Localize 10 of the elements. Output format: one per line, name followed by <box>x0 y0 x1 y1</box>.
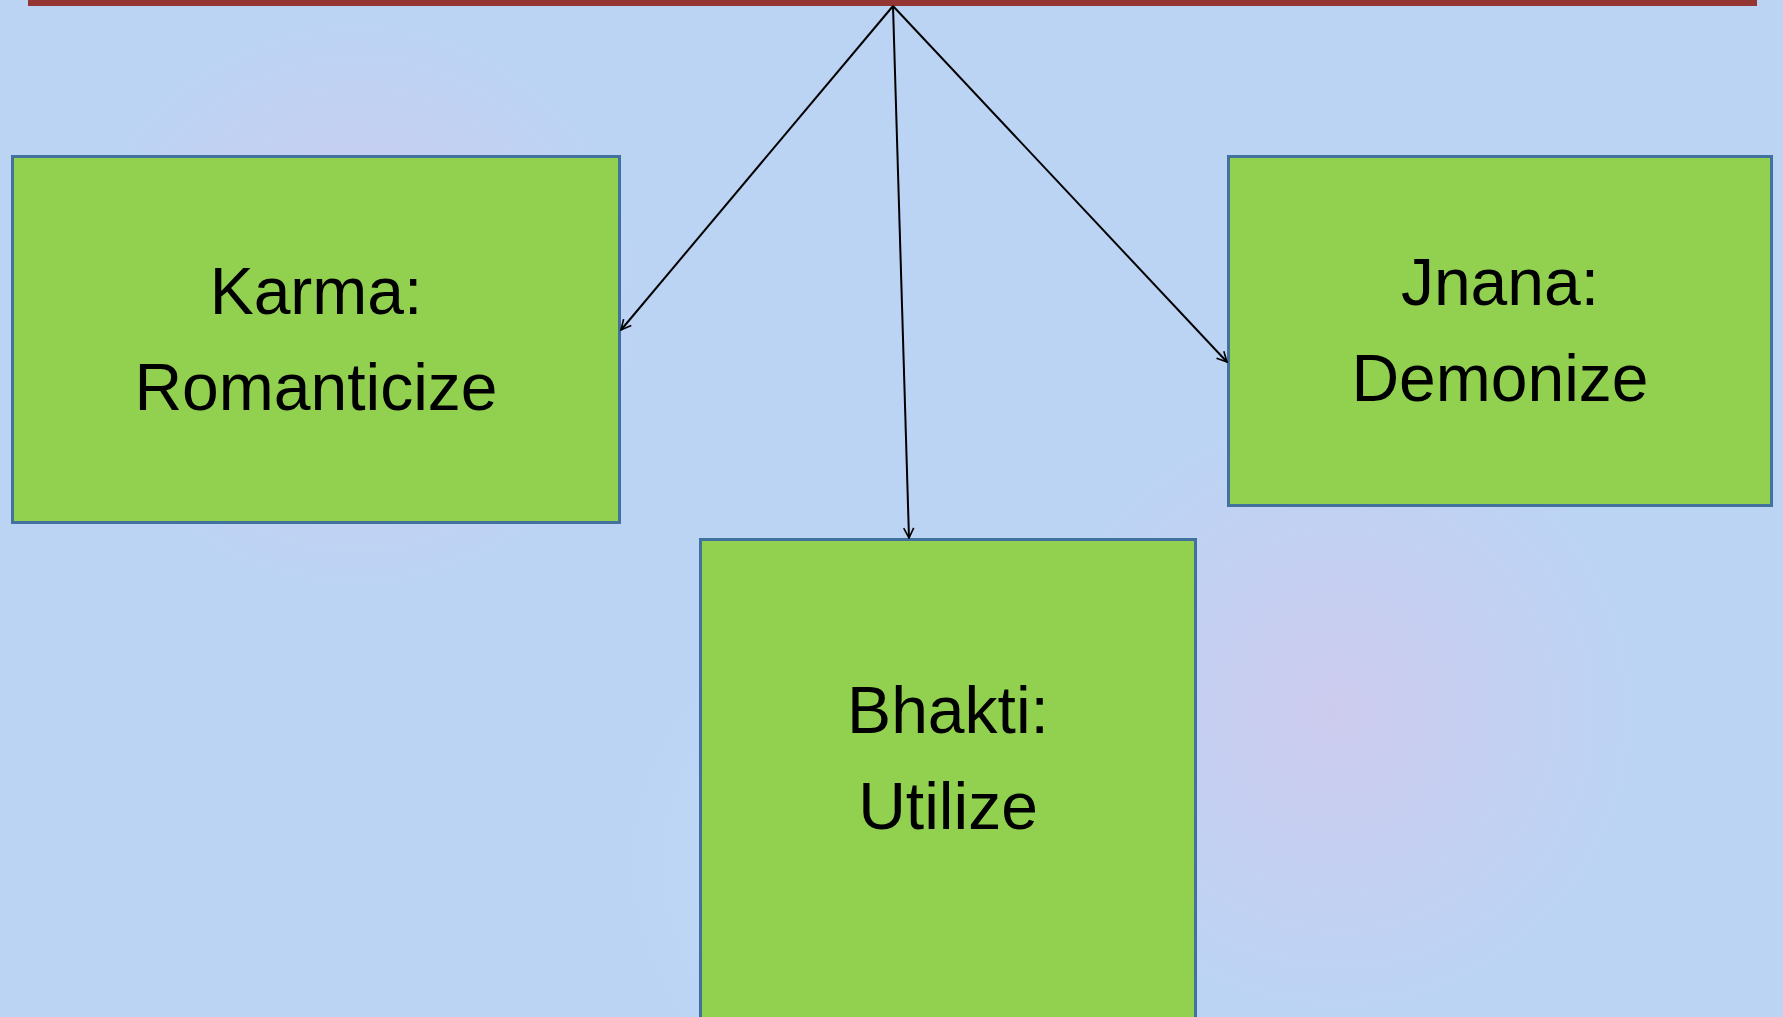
box-label: Jnana: Demonize <box>1350 244 1650 417</box>
arrow <box>892 5 915 539</box>
concept-box <box>1227 155 1773 507</box>
title-bar <box>28 0 1757 6</box>
concept-box <box>699 538 1197 1017</box>
arrow <box>892 5 1228 363</box>
arrow <box>620 5 894 331</box>
box-label: Bhakti: Utilize <box>846 672 1050 845</box>
box-label: Karma: Romanticize <box>133 252 499 426</box>
concept-box <box>11 155 621 524</box>
